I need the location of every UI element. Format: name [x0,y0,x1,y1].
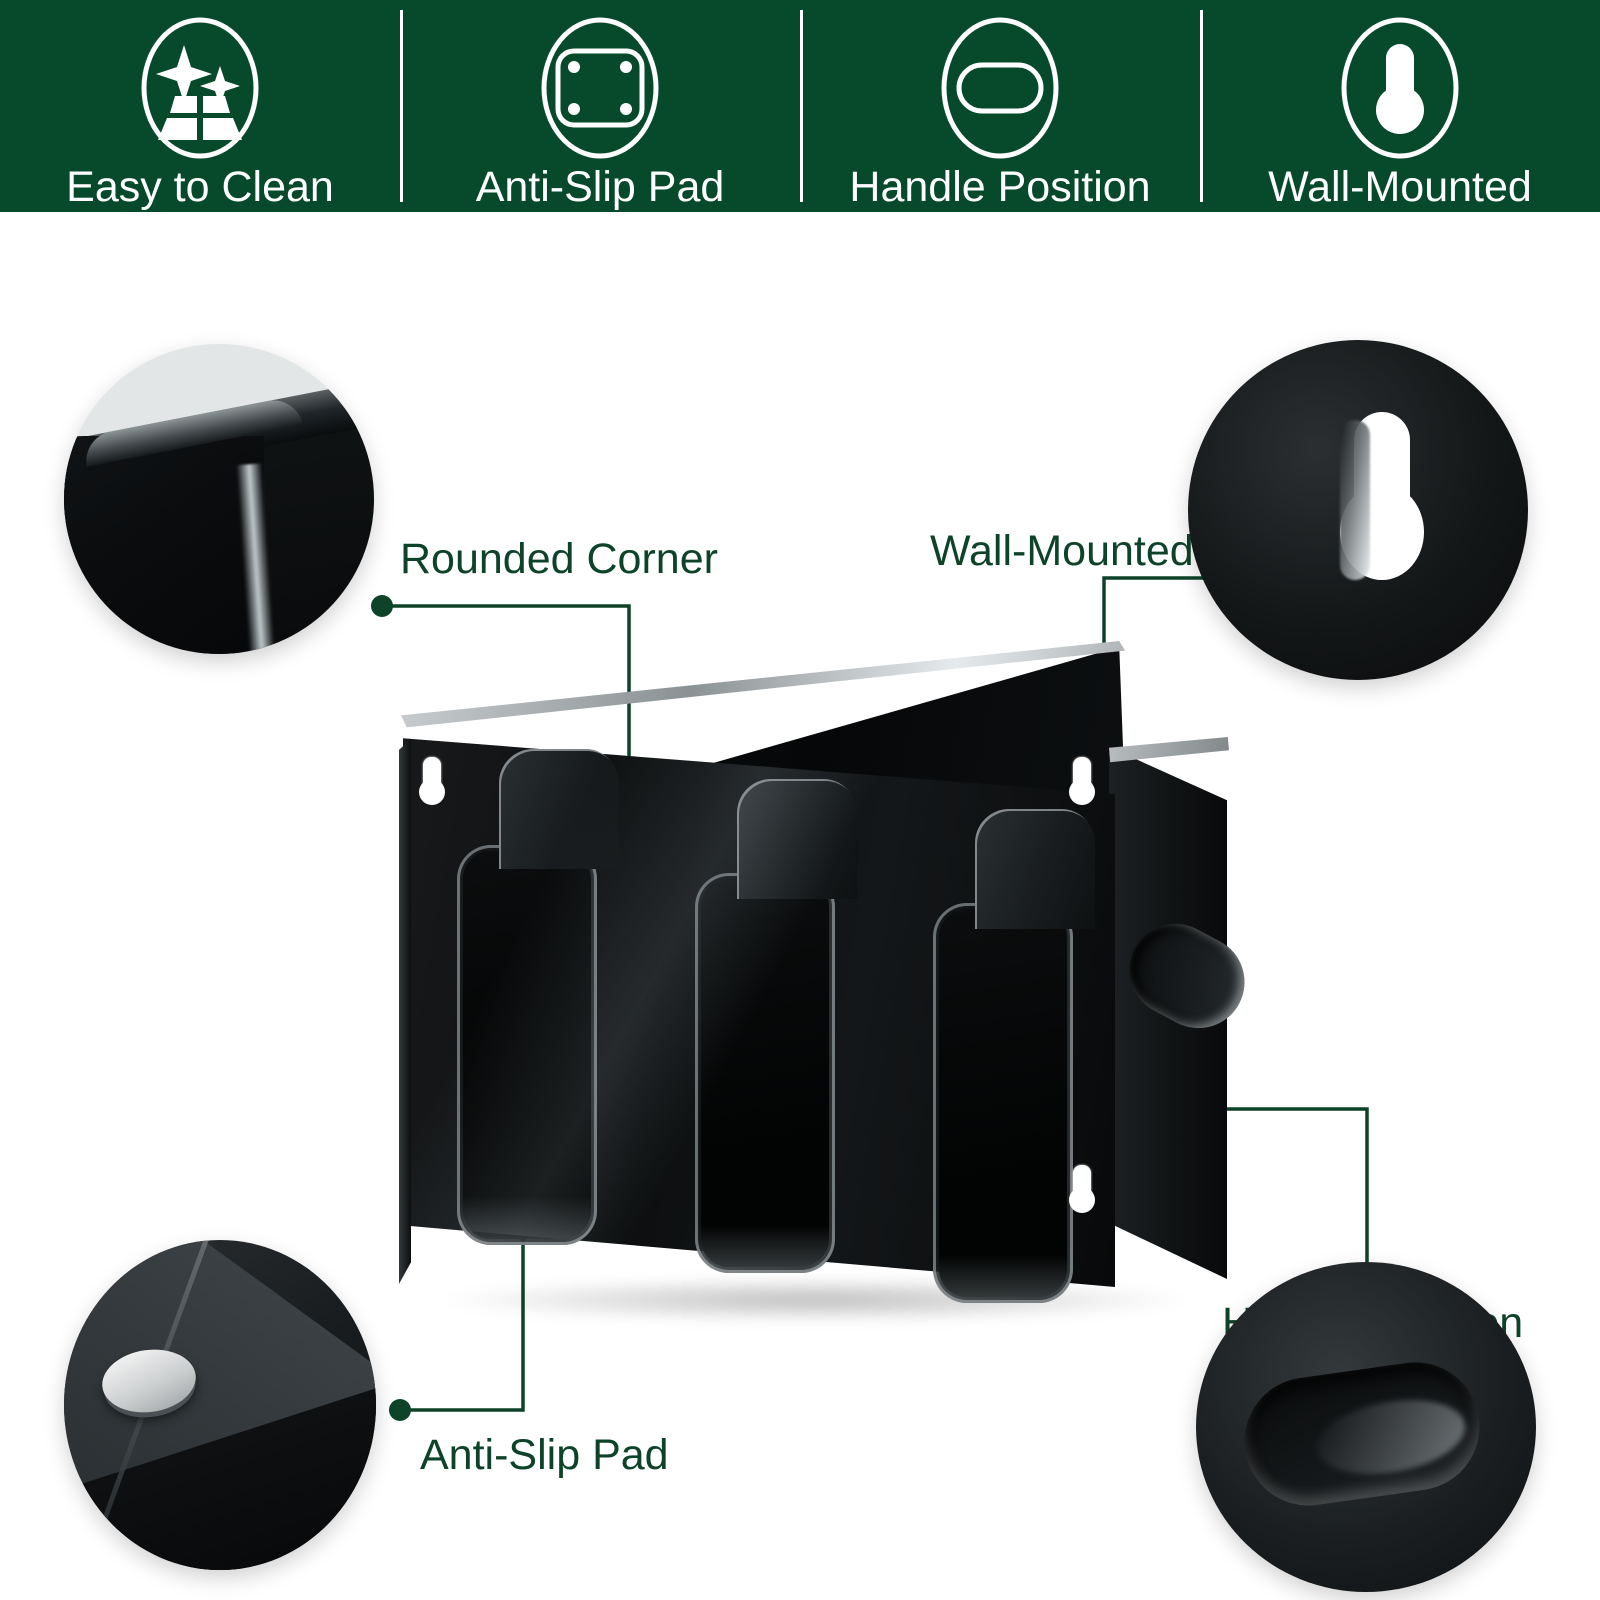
feature-banner: Easy to Clean Anti-Slip Pad Handle Posit… [0,0,1600,212]
keyhole-icon [1341,17,1459,159]
callout-label-rounded-corner: Rounded Corner [400,535,718,583]
feature-label: Handle Position [849,163,1151,211]
feature-item-anti-slip-pad: Anti-Slip Pad [400,0,800,212]
feature-item-handle-position: Handle Position [800,0,1200,212]
feature-label: Easy to Clean [66,163,334,211]
anti-slip-pad-closeup [64,1240,376,1570]
divider-tab-2 [737,779,857,899]
feature-label: Anti-Slip Pad [475,163,725,211]
divider-tab-1 [499,749,619,869]
callout-label-wall-mounted: Wall-Mounted [930,527,1194,575]
divider-tab-3 [975,809,1095,929]
front-panel-gloss [403,738,1115,1287]
pad-with-dots-icon [541,17,659,159]
keyhole-slot-right-lower [1069,1165,1095,1213]
callout-label-anti-slip-pad: Anti-Slip Pad [420,1431,669,1479]
product-image [395,617,1261,1337]
detail-bubble-wall-mounted [1188,340,1528,680]
feature-item-wall-mounted: Wall-Mounted [1200,0,1600,212]
keyhole-slot-left [419,757,445,805]
compartment-window-2 [695,873,835,1273]
rounded-slot-icon [941,17,1059,159]
keyhole-closeup [1188,340,1528,680]
detail-bubble-handle-position [1196,1262,1536,1592]
feature-label: Wall-Mounted [1268,163,1532,211]
compartment-window-3 [933,903,1073,1303]
keyhole-slot-right [1069,757,1095,805]
organizer-left-edge [399,739,411,1284]
detail-bubble-anti-slip-pad [64,1240,376,1570]
detail-bubble-rounded-corner [64,344,374,654]
feature-item-easy-to-clean: Easy to Clean [0,0,400,212]
rounded-corner-closeup [64,344,374,654]
product-detail-stage: Rounded Corner Wall-Mounted Handle Posit… [0,212,1600,1600]
sparkle-tile-icon [141,17,259,159]
compartment-window-1 [457,845,597,1245]
handle-slot-closeup [1196,1262,1536,1592]
